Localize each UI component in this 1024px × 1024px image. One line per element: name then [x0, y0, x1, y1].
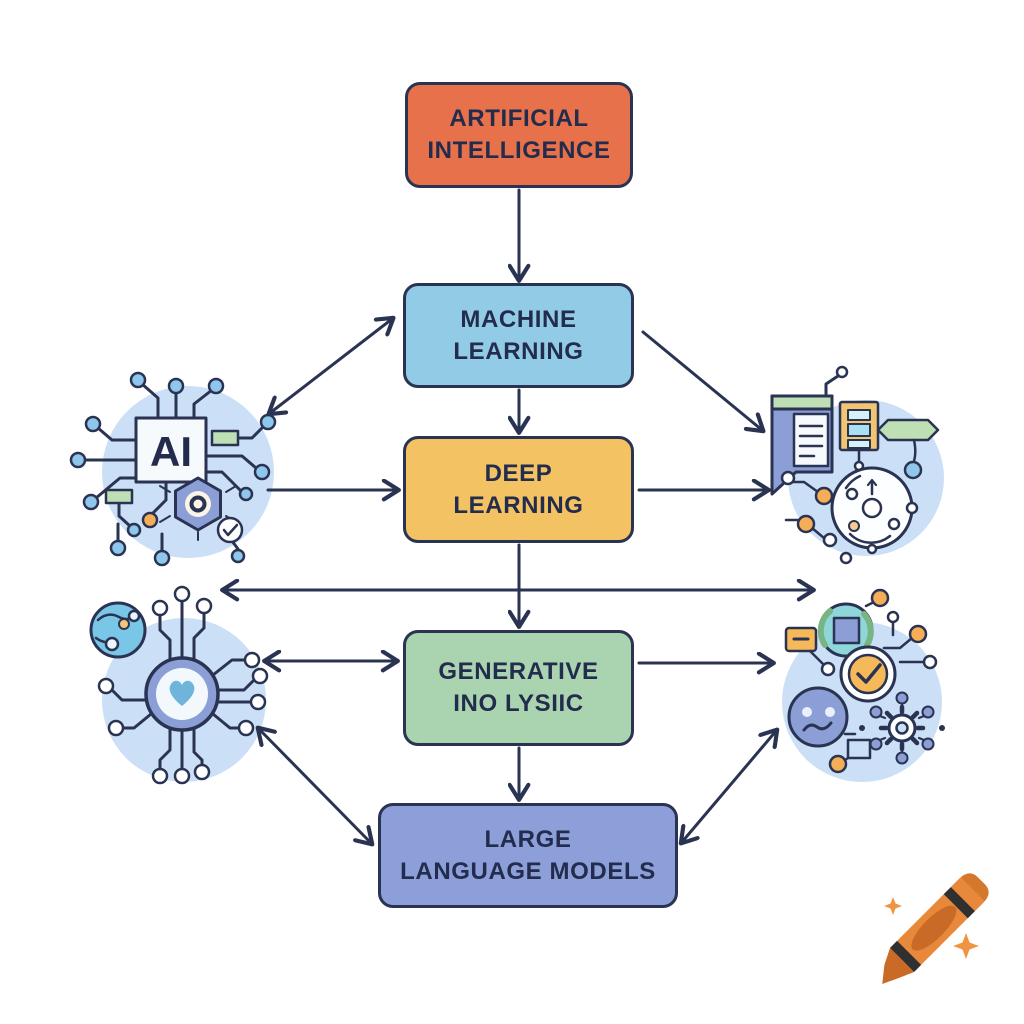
- gear-network-icon: [859, 691, 945, 765]
- node-artificial-intelligence: ARTIFICIAL INTELLIGENCE: [405, 82, 633, 188]
- node-machine-learning: MACHINE LEARNING: [403, 283, 634, 388]
- heart-core-icon: [169, 680, 195, 706]
- minus-chip-icon: [784, 626, 836, 677]
- gear-hexagon-icon: [159, 476, 237, 541]
- check-badge-icon: [839, 645, 897, 703]
- arrow-ml-leftchip-double: [270, 319, 392, 413]
- sparkle-large-icon: [953, 933, 979, 959]
- node-deep-learning: DEEP LEARNING: [403, 436, 634, 543]
- node-label-artificial-intelligence: ARTIFICIAL INTELLIGENCE: [427, 105, 611, 164]
- document-icon: [770, 394, 834, 496]
- node-large-language-models: LARGE LANGUAGE MODELS: [378, 803, 678, 908]
- crayon-logo: [882, 873, 989, 984]
- chip-ai-text: AI: [150, 428, 192, 475]
- aperture-icon: [817, 602, 874, 658]
- arrow-lefthub-llm-double: [259, 729, 371, 843]
- window-icon: [838, 400, 880, 472]
- arrow-llm-righteval-double: [682, 731, 776, 842]
- node-generative: GENERATIVE INO LYSIIC: [403, 630, 634, 746]
- sad-face-icon: [787, 686, 849, 748]
- documents-data-icon: [770, 365, 944, 565]
- neural-network-hub-icon: [89, 585, 269, 785]
- evaluation-faces-gear-icon: [782, 588, 945, 782]
- check-circle-icon: [216, 516, 244, 544]
- tag-icon: [876, 418, 940, 480]
- node-label-machine-learning: MACHINE LEARNING: [453, 305, 584, 365]
- ml-process-circle-icon: [830, 466, 919, 555]
- arrow-ml-to-rightdocs: [641, 330, 762, 430]
- node-label-deep-learning: DEEP LEARNING: [453, 459, 584, 519]
- node-label-generative: GENERATIVE INO LYSIIC: [438, 658, 599, 717]
- globe-icon: [89, 601, 147, 659]
- node-label-large-language-models: LARGE LANGUAGE MODELS: [400, 825, 656, 885]
- sparkle-small-icon: [884, 897, 902, 915]
- ai-chip-circuit-icon: AI: [69, 371, 277, 567]
